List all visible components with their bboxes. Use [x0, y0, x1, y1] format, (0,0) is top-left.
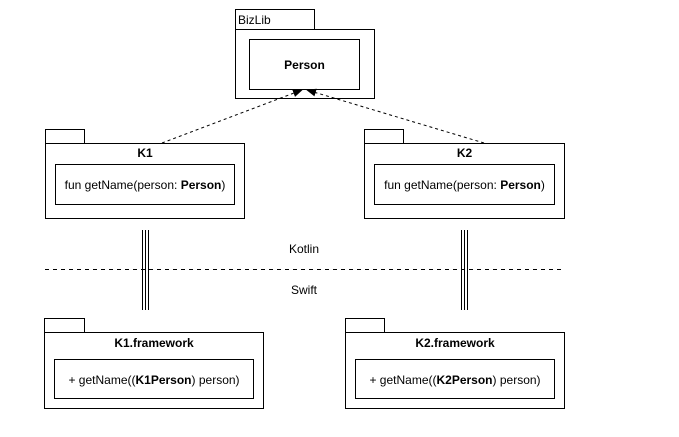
k2-method-suffix: ) [541, 178, 545, 192]
bizlib-package-label: BizLib [238, 13, 271, 27]
k2-framework-title: K2.framework [415, 336, 495, 350]
k2-framework-package[interactable]: K2.framework + getName((K2Person) person… [345, 318, 565, 409]
k1-method-prefix: fun getName(person: [65, 178, 181, 192]
k1-package-title: K1 [137, 146, 153, 160]
kotlin-label: Kotlin [289, 242, 319, 256]
person-class-name: Person [284, 58, 325, 72]
bizlib-package[interactable]: BizLib Person [235, 9, 375, 99]
k2-method-prefix: fun getName(person: [384, 178, 500, 192]
k1-framework-method-signature: + getName((K1Person) person) [68, 373, 239, 387]
k2-package[interactable]: K2 fun getName(person: Person) [364, 129, 565, 219]
person-class-box[interactable] [249, 39, 360, 90]
k2-method-param-type: Person [500, 178, 541, 192]
k1-framework-title: K1.framework [114, 336, 194, 350]
k2-package-title: K2 [457, 146, 473, 160]
k1-framework-method-param-type: K1Person [135, 373, 191, 387]
k1-method-signature: fun getName(person: Person) [65, 178, 226, 192]
k1-package-tab [45, 129, 85, 144]
k2-method-signature: fun getName(person: Person) [384, 178, 545, 192]
k1-method-param-type: Person [181, 178, 222, 192]
k2-method-box[interactable] [374, 164, 555, 205]
k2-package-tab [364, 129, 404, 144]
k2-framework-method-prefix: + getName(( [369, 373, 436, 387]
k1-method-box[interactable] [55, 164, 235, 205]
k1-framework-method-prefix: + getName(( [68, 373, 135, 387]
k1-to-bizlib-dependency [161, 89, 303, 144]
k1-framework-package[interactable]: K1.framework + getName((K1Person) person… [44, 318, 264, 409]
k2-framework-method-param-type: K2Person [436, 373, 492, 387]
k2-to-bizlib-dependency [306, 88, 485, 144]
k1-framework-method-suffix: ) person) [192, 373, 240, 387]
k2-framework-method-box[interactable] [355, 359, 555, 399]
k1-method-suffix: ) [221, 178, 225, 192]
k1-framework-method-box[interactable] [54, 359, 254, 399]
k1-package[interactable]: K1 fun getName(person: Person) [45, 129, 245, 219]
swift-label: Swift [291, 283, 318, 297]
k2-framework-package-tab [345, 318, 385, 333]
k2-framework-method-signature: + getName((K2Person) person) [369, 373, 540, 387]
k2-framework-method-suffix: ) person) [493, 373, 541, 387]
k1-framework-package-tab [44, 318, 85, 333]
